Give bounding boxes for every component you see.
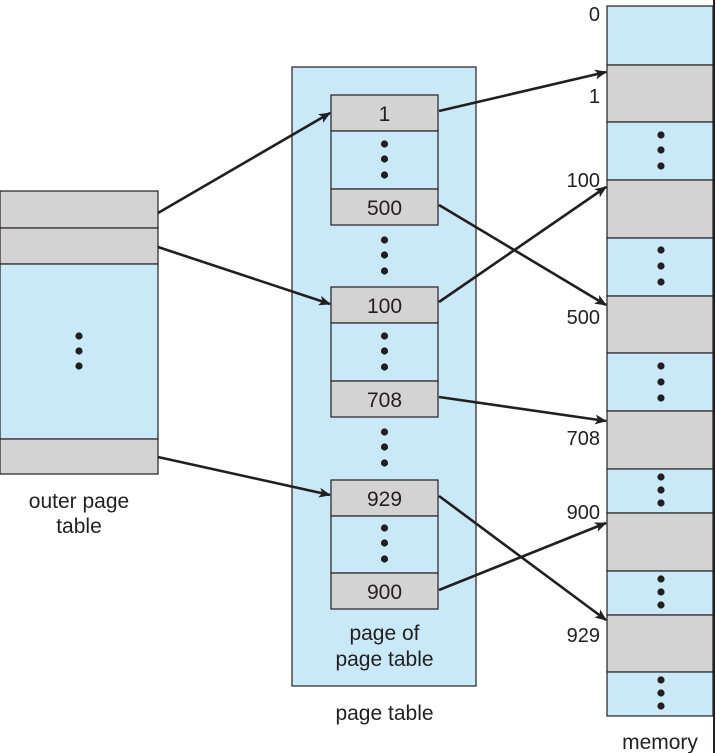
memory-frame-900 <box>606 512 714 572</box>
memory-frame-label: 708 <box>567 428 600 450</box>
memory-frame-0 <box>606 5 714 66</box>
outer-page-table-label-1: outer page <box>29 490 129 513</box>
page-entry-500 <box>330 188 439 226</box>
ellipsis-icon <box>380 140 389 179</box>
page-of-page-table-label-2: page table <box>335 648 433 671</box>
outer-page-table: outer page table <box>0 190 159 538</box>
memory-frame-708 <box>606 410 714 470</box>
memory: 0 1 100 500 708 900 929 memory <box>567 0 715 753</box>
page-entry-100 <box>330 286 439 324</box>
memory-frame-500 <box>606 295 714 354</box>
ellipsis-icon <box>380 524 389 563</box>
page-entry-label: 500 <box>367 197 402 220</box>
arrow-outerlast-to-page929 <box>157 455 331 498</box>
ellipsis-icon <box>380 428 389 467</box>
page-table: 1 500 100 708 929 <box>291 66 477 725</box>
ellipsis-icon <box>380 332 389 371</box>
memory-frame-label: 1 <box>589 86 600 108</box>
page-entry-900 <box>330 572 439 610</box>
mapping-arrows <box>157 69 607 622</box>
arrow-outer1-to-page1 <box>157 111 331 215</box>
page-entry-label: 929 <box>367 488 402 511</box>
memory-label: memory <box>622 731 698 753</box>
memory-frame-label: 0 <box>589 4 600 26</box>
arrow-page929-to-mem929 <box>438 494 607 622</box>
ellipsis-icon <box>657 362 665 402</box>
arrow-page500-to-mem500 <box>438 203 607 307</box>
page-entry-708 <box>330 380 439 418</box>
page-entry-label: 100 <box>367 295 402 318</box>
memory-frame-929 <box>606 614 714 673</box>
ellipsis-icon <box>380 236 389 275</box>
arrow-page100-to-mem100 <box>438 185 607 304</box>
arrow-outer2-to-page100 <box>157 245 331 306</box>
arrow-page900-to-mem900 <box>438 521 607 592</box>
memory-frame-label: 929 <box>567 625 600 647</box>
page-entry-label: 708 <box>367 389 402 412</box>
page-of-page-table-3: 929 900 <box>330 479 439 610</box>
ellipsis-icon <box>657 131 665 170</box>
outer-page-table-label-2: table <box>56 515 102 538</box>
outer-entry-1 <box>0 190 159 229</box>
ellipsis-icon <box>75 332 83 370</box>
page-of-page-table-label-1: page of <box>349 622 419 645</box>
ellipsis-icon <box>657 676 665 710</box>
outer-entry-last <box>0 438 159 475</box>
page-entry-929 <box>330 479 439 517</box>
memory-frame-label: 500 <box>567 307 600 329</box>
arrow-page1-to-mem1 <box>438 69 607 113</box>
memory-frame-1 <box>606 64 714 123</box>
arrow-page708-to-mem708 <box>438 395 607 425</box>
memory-frame-label: 100 <box>567 170 600 192</box>
page-of-page-table-1: 1 500 <box>330 94 439 226</box>
ellipsis-icon <box>657 246 665 286</box>
page-of-page-table-2: 100 708 <box>330 286 439 418</box>
memory-frame-100 <box>606 179 714 239</box>
page-entry-label: 1 <box>379 103 391 126</box>
ellipsis-icon <box>657 575 665 609</box>
ellipsis-icon <box>657 473 665 507</box>
page-entry-label: 900 <box>367 581 402 604</box>
outer-entry-2 <box>0 227 159 265</box>
memory-frame-label: 900 <box>567 502 600 524</box>
page-table-label: page table <box>335 702 433 725</box>
